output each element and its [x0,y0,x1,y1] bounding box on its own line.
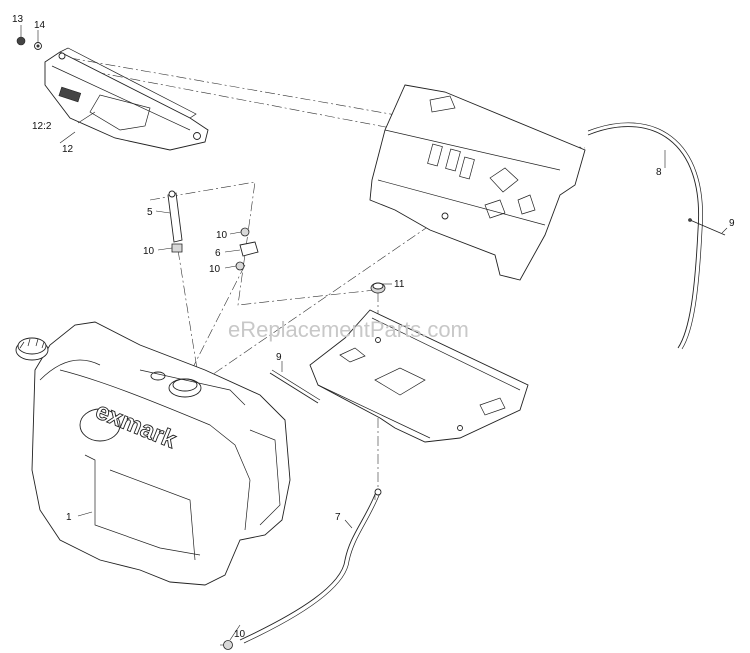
leader-lines [20,25,728,641]
callout-13: 13 [12,14,24,25]
callout-6: 6 [215,248,221,259]
part-fuel-tank-1: exmark [15,321,291,586]
callout-14: 14 [34,20,46,31]
part-lower-plate [309,309,529,443]
callouts: 13 14 12:2 12 5 10 10 6 10 11 9 7 8 9 1 … [12,14,735,640]
part-clamp-9-center [269,369,321,404]
part-washer-14 [34,42,42,50]
part-fuel-line-8 [587,122,703,350]
part-fitting-10-b [240,227,250,237]
part-vent-tube-5 [167,190,183,243]
part-clamp-9-right [688,218,726,236]
callout-1: 1 [66,512,72,523]
callout-7: 7 [335,512,341,523]
watermark: eReplacementParts.com [228,317,469,342]
callout-10-b: 10 [216,230,228,241]
callout-10-c: 10 [209,264,221,275]
part-cover-shield [44,47,209,151]
part-grommet-11 [370,282,386,294]
callout-10-a: 10 [143,246,155,257]
callout-11: 11 [394,279,405,290]
part-fitting-6 [239,241,259,257]
part-fitting-10-a [171,243,183,253]
part-bolt-13 [16,36,26,46]
part-fitting-10-c [235,261,245,271]
part-upper-bracket [369,84,586,281]
callout-8: 8 [656,167,662,178]
callout-10-d: 10 [234,629,246,640]
part-fitting-10-d [223,640,233,650]
callout-9-right: 9 [729,218,735,229]
callout-12-2: 12:2 [32,121,52,132]
callout-12: 12 [62,144,74,155]
part-fuel-line-7 [239,488,382,644]
callout-9-center: 9 [276,352,282,363]
callout-5: 5 [147,207,153,218]
